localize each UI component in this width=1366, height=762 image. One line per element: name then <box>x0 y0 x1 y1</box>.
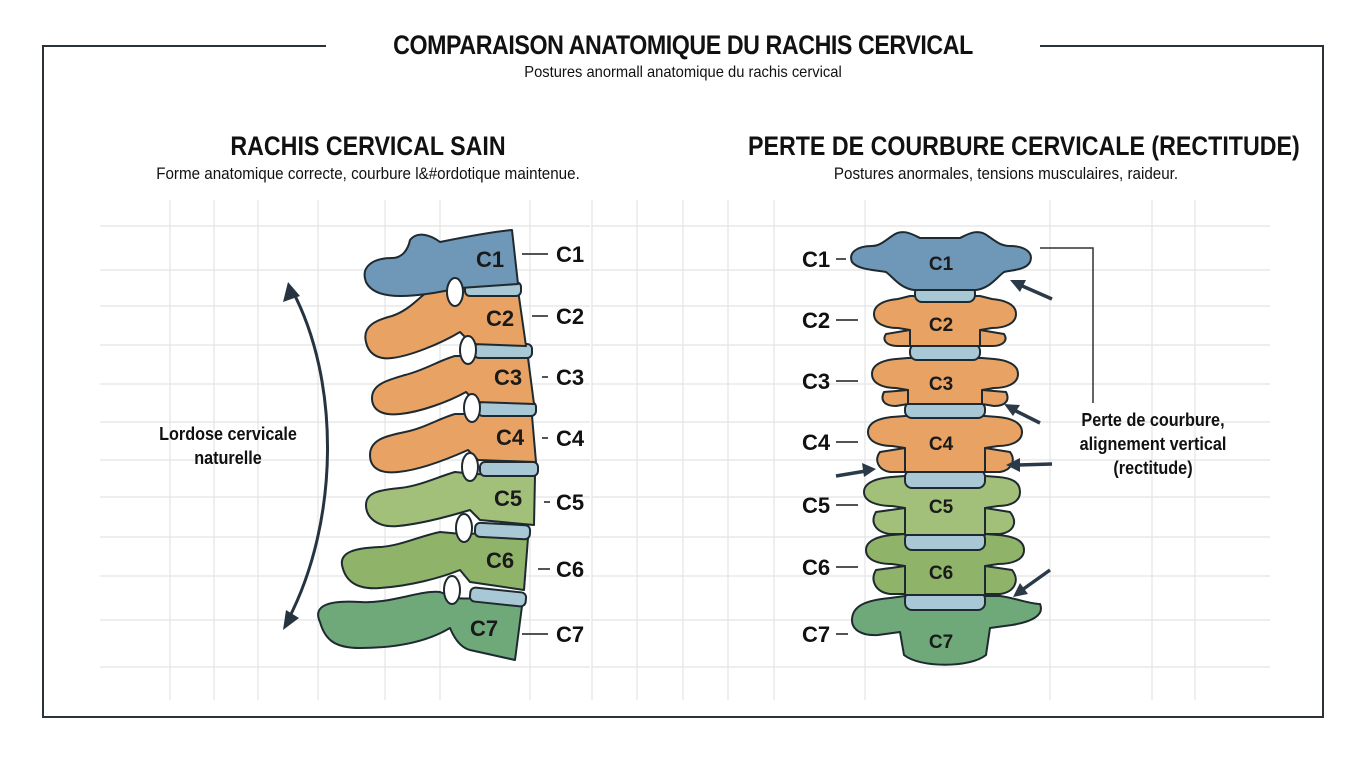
right-grid <box>592 200 1270 700</box>
left-vertebra-c2 <box>364 287 527 360</box>
right-vertebra-c4 <box>867 415 1023 473</box>
rectitude-annotation: Perte de courbure, alignement vertical (… <box>1050 408 1257 480</box>
right-inner-label-c7: C7 <box>929 632 953 653</box>
left-vertebra-c4 <box>369 413 537 474</box>
left-outer-label-c1: C1 <box>556 242 584 267</box>
right-outer-label-c1: C1 <box>802 247 830 272</box>
right-outer-label-c6: C6 <box>802 555 830 580</box>
left-vertebra-c3 <box>371 355 535 416</box>
right-inner-label-c4: C4 <box>929 434 954 455</box>
right-vertebra-c5 <box>863 475 1021 536</box>
right-inner-label-c2: C2 <box>929 315 953 336</box>
right-outer-label-c7: C7 <box>802 622 830 647</box>
right-inner-label-c3: C3 <box>929 374 953 395</box>
left-inner-label-c2: C2 <box>486 306 514 331</box>
right-inner-label-c1: C1 <box>929 254 954 275</box>
right-vertebra-c2 <box>873 295 1017 347</box>
right-outer-label-c4: C4 <box>802 430 831 455</box>
left-spine <box>317 229 539 661</box>
title-gap <box>326 40 1040 52</box>
rectitude-annotation-line1: Perte de courbure, <box>1081 410 1225 430</box>
left-outer-label-c7: C7 <box>556 622 584 647</box>
left-panel-subtitle: Forme anatomique correcte, courbure l&#o… <box>156 165 580 183</box>
right-outer-label-c2: C2 <box>802 308 830 333</box>
right-outer-label-c5: C5 <box>802 493 830 518</box>
left-outer-label-c6: C6 <box>556 557 584 582</box>
right-panel-subtitle: Postures anormales, tensions musculaires… <box>833 165 1179 183</box>
left-inner-label-c4: C4 <box>496 425 525 450</box>
left-inner-label-c3: C3 <box>494 365 522 390</box>
right-spine <box>850 231 1042 666</box>
right-vertebra-c6 <box>865 533 1025 596</box>
left-vertebra-c1 <box>363 229 519 297</box>
lordosis-arrow-icon <box>286 289 329 621</box>
left-vertebra-c5 <box>365 471 536 528</box>
left-inner-label-c6: C6 <box>486 548 514 573</box>
left-outer-label-c4: C4 <box>556 426 585 451</box>
main-title: COMPARAISON ANATOMIQUE DU RACHIS CERVICA… <box>393 30 973 60</box>
right-vertebra-c7 <box>851 595 1042 666</box>
annotation-leader-line <box>1040 247 1094 403</box>
rectitude-annotation-line3: (rectitude) <box>1113 458 1193 478</box>
right-inner-label-c5: C5 <box>929 497 954 518</box>
main-subtitle: Postures anormall anatomique du rachis c… <box>524 64 842 81</box>
lordosis-annotation: Lordose cervicale naturelle <box>129 422 327 470</box>
right-panel-title: PERTE DE COURBURE CERVICALE (RECTITUDE) <box>748 131 1300 161</box>
right-vertebra-c1 <box>850 231 1032 291</box>
right-vertebra-c3 <box>871 357 1019 407</box>
left-outer-label-c3: C3 <box>556 365 584 390</box>
left-panel-title: RACHIS CERVICAL SAIN <box>230 131 506 161</box>
left-outer-label-c2: C2 <box>556 304 584 329</box>
tension-arrow-icons <box>835 280 1053 597</box>
right-outer-label-c3: C3 <box>802 369 830 394</box>
left-inner-label-c7: C7 <box>470 616 498 641</box>
lordosis-annotation-line2: naturelle <box>194 448 262 468</box>
rectitude-annotation-line2: alignement vertical <box>1079 434 1227 454</box>
left-inner-label-c5: C5 <box>494 486 522 511</box>
right-inner-label-c6: C6 <box>929 563 953 584</box>
left-inner-label-c1: C1 <box>476 247 504 272</box>
left-outer-label-c5: C5 <box>556 490 584 515</box>
lordosis-annotation-line1: Lordose cervicale <box>159 424 297 444</box>
